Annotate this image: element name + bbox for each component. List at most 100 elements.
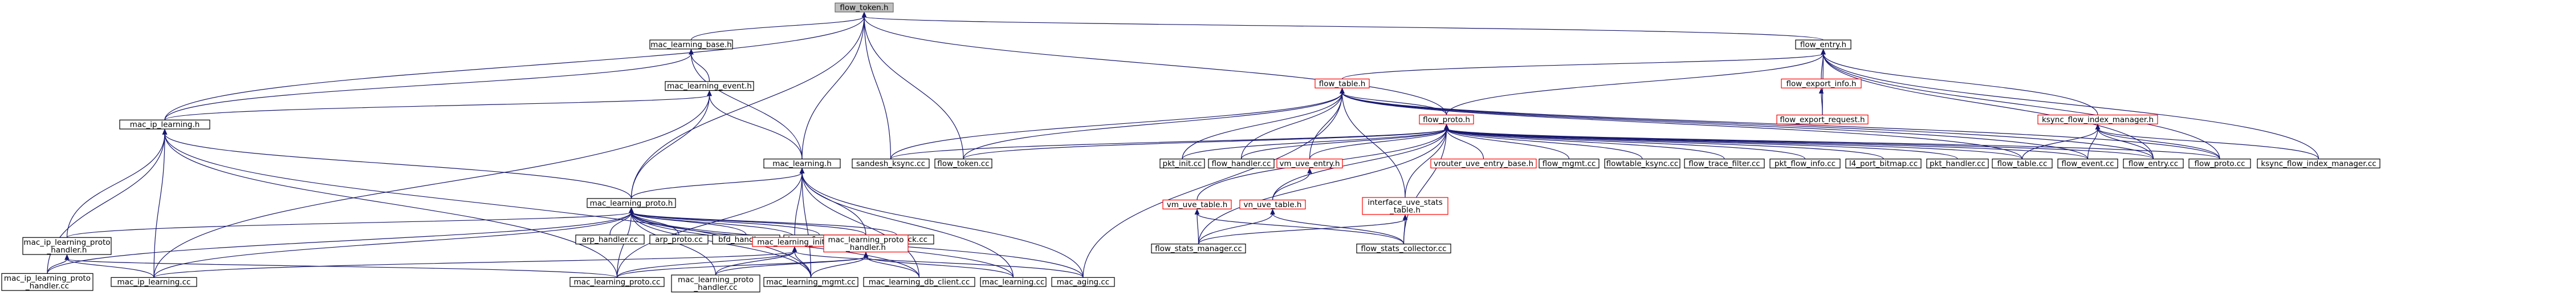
node-interface-uve-stats-table-h[interactable]: interface_uve_stats_table.h xyxy=(1362,197,1448,215)
node-label: mac_ip_learning.cc xyxy=(117,278,191,287)
node-mac-learning-proto-h[interactable]: mac_learning_proto.h xyxy=(587,198,676,208)
node-flow-entry-cc[interactable]: flow_entry.cc xyxy=(2123,159,2184,168)
edge-line xyxy=(1405,128,1447,198)
node-mac-learning-proto-handler-cc[interactable]: mac_learning_proto_handler.cc xyxy=(671,274,760,293)
node-flow-export-request-h[interactable]: flow_export_request.h xyxy=(1776,114,1869,124)
edge-line xyxy=(2097,128,2220,159)
node-sandesh-ksync-cc[interactable]: sandesh_ksync.cc xyxy=(852,159,930,168)
node-label: flow_token.cc xyxy=(937,159,989,168)
node-flow-table-h[interactable]: flow_table.h xyxy=(1315,78,1370,88)
node-label: mac_ip_learning_proto xyxy=(4,274,91,283)
edge-arrowhead xyxy=(2095,124,2101,130)
node-flow-proto-cc[interactable]: flow_proto.cc xyxy=(2188,159,2251,168)
node-box xyxy=(1684,159,1765,169)
edge-flow_table_h-to-flow_token_cc xyxy=(963,87,1345,159)
edge-line xyxy=(1182,128,1447,159)
node-vm-uve-table-h-1[interactable]: vm_uve_table.h xyxy=(1162,199,1232,209)
node-mac-learning-init-h[interactable]: mac_learning_init.h xyxy=(752,237,837,247)
node-box xyxy=(671,274,760,293)
node-mac-ip-learning-proto-handler-cc[interactable]: mac_ip_learning_proto_handler.cc xyxy=(1,273,93,291)
node-box xyxy=(863,277,975,287)
node-ksync-flow-index-manager-h[interactable]: ksync_flow_index_manager.h xyxy=(2037,114,2158,124)
edge-line xyxy=(709,95,803,159)
edge-line xyxy=(1822,53,2220,159)
edge-ksync_flow_index_manager_h-to-flow_entry_cc xyxy=(2095,124,2154,159)
node-flowtable-ksync-cc[interactable]: flowtable_ksync.cc xyxy=(1604,159,1680,168)
edge-arrowhead xyxy=(1270,209,1275,215)
node-mac-aging-cc[interactable]: mac_aging.cc xyxy=(1051,277,1115,287)
node-flow-entry-h[interactable]: flow_entry.h xyxy=(1795,39,1851,50)
edge-line xyxy=(690,53,710,82)
node-mac-learning-db-client-cc[interactable]: mac_learning_db_client.cc xyxy=(863,277,975,287)
node-mac-ip-learning-h[interactable]: mac_ip_learning.h xyxy=(119,119,210,130)
edge-line xyxy=(864,17,892,159)
node-box xyxy=(649,235,709,245)
node-mac-learning-proto-cc[interactable]: mac_learning_proto.cc xyxy=(569,277,665,287)
node-flow-mgmt-cc[interactable]: flow_mgmt.cc xyxy=(1539,159,1600,169)
node-box xyxy=(1,273,93,291)
node-flow-export-info-h[interactable]: flow_export_info.h xyxy=(1781,78,1862,88)
node-flow-stats-collector-cc[interactable]: flow_stats_collector.cc xyxy=(1356,244,1451,253)
node-arp-handler-cc[interactable]: arp_handler.cc xyxy=(575,235,645,244)
node-pkt-handler-cc[interactable]: pkt_handler.cc xyxy=(1926,159,1989,168)
node-ksync-flow-index-manager-cc[interactable]: ksync_flow_index_manager.cc xyxy=(2257,159,2380,168)
node-flow-stats-manager-cc[interactable]: flow_stats_manager.cc xyxy=(1151,244,1246,253)
edge-flow_table_h-to-flow_proto_h xyxy=(1340,87,1447,115)
node-box xyxy=(1430,159,1537,169)
node-label: mac_learning_init.h xyxy=(757,238,832,247)
node-flow-event-cc[interactable]: flow_event.cc xyxy=(2057,159,2118,168)
node-label: flow_proto.cc xyxy=(2194,159,2245,168)
node-box xyxy=(1419,114,1474,124)
edge-line xyxy=(1403,219,1406,244)
edge-mac_ip_learning_h-to-mac_learning_mgmt_cc xyxy=(162,128,812,278)
node-box xyxy=(1539,159,1600,169)
node-mac-learning-base-h[interactable]: mac_learning_base.h xyxy=(649,39,733,49)
node-label: _handler.cc xyxy=(693,283,737,292)
node-mac-learning-mgmt-cc[interactable]: mac_learning_mgmt.cc xyxy=(763,277,858,287)
node-mac-learning-h[interactable]: mac_learning.h xyxy=(763,159,841,168)
edge-flow_proto_h-to-vrouter_uve_entry_base_h xyxy=(1444,124,1484,159)
node-box xyxy=(1795,39,1851,50)
node-label: ksync_flow_index_manager.cc xyxy=(2261,159,2376,168)
edge-line xyxy=(864,16,1824,41)
node-box xyxy=(569,277,665,287)
node-flow-proto-h[interactable]: flow_proto.h xyxy=(1419,114,1474,124)
node-box xyxy=(1239,199,1306,209)
node-pkt-init-cc[interactable]: pkt_init.cc xyxy=(1159,159,1205,168)
node-label: _table.h xyxy=(1389,205,1421,215)
node-label: flowtable_ksync.cc xyxy=(1606,159,1679,168)
node-vn-uve-table-h[interactable]: vn_uve_table.h xyxy=(1239,199,1306,209)
edge-mac_ip_learning_h-to-mac_learning_proto_h xyxy=(162,128,632,199)
node-label: interface_uve_stats xyxy=(1368,198,1443,207)
edge-line xyxy=(66,134,165,238)
node-box xyxy=(823,235,909,253)
edge-mac_learning_proto_h-to-icmpv6_proto_cc xyxy=(629,207,820,236)
edge-line xyxy=(865,256,920,278)
node-vrouter-uve-entry-base-h[interactable]: vrouter_uve_entry_base.h xyxy=(1430,159,1537,169)
node-l4-port-bitmap-cc[interactable]: l4_port_bitmap.cc xyxy=(1845,159,1922,168)
node-mac-ip-learning-proto-handler-h[interactable]: mac_ip_learning_proto_handler.h xyxy=(22,237,112,255)
edge-flow_proto_h-to-flow_stats_collector_cc xyxy=(1403,124,1449,244)
node-mac-learning-event-h[interactable]: mac_learning_event.h xyxy=(665,81,754,91)
node-mac-ip-learning-cc[interactable]: mac_ip_learning.cc xyxy=(111,277,197,287)
node-arp-proto-cc[interactable]: arp_proto.cc xyxy=(649,235,709,245)
node-label: arp_proto.cc xyxy=(655,235,703,244)
edges-layer xyxy=(47,11,2319,278)
edge-vm_uve_table_h_1-to-flow_stats_collector_cc xyxy=(1194,209,1405,244)
node-pkt-flow-info-cc[interactable]: pkt_flow_info.cc xyxy=(1769,159,1841,168)
node-flow-handler-cc[interactable]: flow_handler.cc xyxy=(1208,159,1275,168)
edge-arrowhead xyxy=(861,11,867,18)
node-mac-learning-cc[interactable]: mac_learning.cc xyxy=(980,277,1047,287)
node-box xyxy=(934,159,992,169)
node-vm-uve-entry-h[interactable]: vm_uve_entry.h xyxy=(1276,159,1343,168)
edge-flow_entry_h-to-ksync_flow_index_manager_h xyxy=(1821,49,2098,115)
node-label: flow_token.h xyxy=(840,3,888,13)
edge-line xyxy=(690,53,803,159)
edge-line xyxy=(864,17,1447,115)
node-flow-trace-filter-cc[interactable]: flow_trace_filter.cc xyxy=(1684,159,1765,169)
node-flow-table-cc[interactable]: flow_table.cc xyxy=(1992,159,2053,168)
edge-mac_learning_base_h-to-mac_ip_learning_h xyxy=(164,49,694,120)
node-label: pkt_flow_info.cc xyxy=(1775,159,1836,168)
node-mac-learning-proto-handler-h[interactable]: mac_learning_proto_handler.h xyxy=(823,235,909,253)
node-flow-token-cc[interactable]: flow_token.cc xyxy=(934,159,992,169)
